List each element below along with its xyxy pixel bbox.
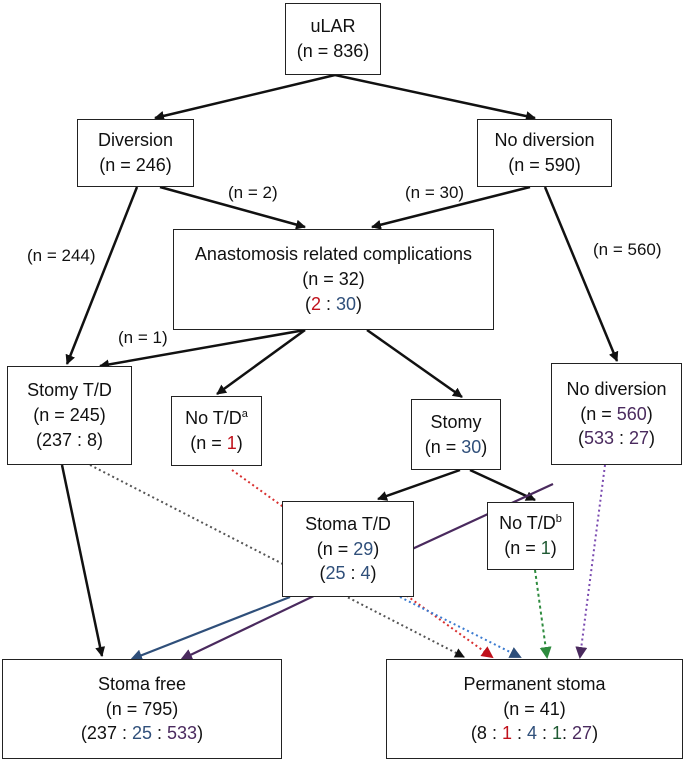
node-count: (n = 1) <box>190 431 243 456</box>
arrow-nodiv-to-nodiv-right <box>543 186 619 362</box>
arrow-stomy-to-no-td-b <box>469 468 536 502</box>
node-count: (n = 795) <box>105 698 179 719</box>
node-count: (n = 32) <box>302 269 365 290</box>
node-stoma-td: Stoma T/D (n = 29) (25 : 4) <box>282 501 414 597</box>
node-count: (n = 1) <box>504 536 557 561</box>
arrow-diversion-to-stomy-td <box>65 186 139 365</box>
arrow-stoma-td-to-stoma-free-blue <box>130 595 291 661</box>
arrow-nodiv-to-anastomosis <box>371 185 531 230</box>
ratio-blue: 25 <box>325 563 346 584</box>
node-title: No T/Db <box>499 511 562 536</box>
ratio-green: 1 <box>552 723 563 744</box>
node-stomy-td: Stomy T/D (n = 245) (237 : 8) <box>7 366 132 465</box>
count-value: 29 <box>353 538 374 559</box>
node-count: (n = 836) <box>296 41 370 61</box>
ratio-blue: 25 <box>131 723 153 744</box>
node-count: (n = 41) <box>503 698 566 719</box>
arrow-no-td-b-to-permanent-dotted <box>534 569 552 659</box>
ratio-red: 2 <box>310 293 321 314</box>
count-prefix: (n = <box>504 538 541 558</box>
ratio-purple: 27 <box>629 428 650 449</box>
node-no-diversion-right: No diversion (n = 560) (533 : 27) <box>551 363 682 465</box>
arrow-nodiv-to-permanent-dotted <box>575 464 606 659</box>
node-title: Stomy T/D <box>27 380 112 401</box>
node-permanent-stoma: Permanent stoma (n = 41) (8 : 1 : 4 : 1:… <box>386 659 683 759</box>
node-ular: uLAR (n = 836) <box>285 3 381 75</box>
edge-label-div-to-stomy-td: (n = 244) <box>27 246 96 265</box>
arrow-anastomosis-to-no-td-a <box>216 328 306 396</box>
edge-label-div-to-anast: (n = 2) <box>228 183 278 202</box>
node-count: (n = 245) <box>33 405 106 426</box>
title-text: No T/D <box>499 513 556 534</box>
node-ratio: (8 : 1 : 4 : 1: 27) <box>470 723 599 744</box>
ratio-purple: 533 <box>583 428 614 449</box>
edge-label-nodiv-to-anast: (n = 30) <box>405 183 465 202</box>
node-count: (n = 590) <box>508 155 581 175</box>
node-ratio: (2 : 30) <box>304 293 363 314</box>
count-value: 560 <box>616 403 647 424</box>
edge-label-nodiv-to-nodiv: (n = 560) <box>593 240 662 259</box>
node-diversion: Diversion (n = 246) <box>77 119 194 187</box>
edge-label-anast-to-stomy-td: (n = 1) <box>118 328 168 347</box>
arrow-stomy-td-to-permanent-dotted <box>89 464 465 658</box>
count-suffix: ) <box>373 538 380 559</box>
node-title: No diversion <box>494 130 595 151</box>
ratio-purple: 27 <box>572 723 593 744</box>
arrow-ular-to-no-diversion <box>334 73 536 121</box>
count-value: 1 <box>540 538 551 558</box>
node-stomy: Stomy (n = 30) <box>411 399 501 470</box>
node-ratio: (237 : 8) <box>35 429 104 450</box>
node-count: (n = 246) <box>99 155 172 175</box>
title-text: No T/D <box>185 408 242 429</box>
node-title: Stomy <box>430 411 482 432</box>
count-prefix: (n = <box>580 403 617 424</box>
count-suffix: ) <box>236 433 243 453</box>
count-value: 30 <box>461 436 482 457</box>
arrow-anastomosis-to-stomy-td <box>99 328 306 370</box>
node-title: Diversion <box>97 130 174 151</box>
count-suffix: ) <box>646 403 653 424</box>
node-ratio: (25 : 4) <box>319 563 377 584</box>
node-ratio: (237 : 25 : 533) <box>80 723 204 744</box>
node-no-td-b: No T/Db (n = 1) <box>487 502 574 570</box>
ratio-purple: 533 <box>167 723 198 744</box>
node-title: uLAR <box>310 16 356 37</box>
arrow-stomy-to-stoma-td <box>377 468 461 501</box>
node-title: Anastomosis related complications <box>194 244 473 265</box>
node-count: (n = 29) <box>317 537 380 562</box>
count-prefix: (n = <box>316 538 354 559</box>
arrow-anastomosis-to-stomy <box>366 328 463 399</box>
count-suffix: ) <box>550 538 557 558</box>
node-title: No diversion <box>566 378 667 399</box>
footnote-marker: a <box>241 408 248 421</box>
footnote-marker: b <box>555 513 562 526</box>
node-title: Stoma T/D <box>305 513 391 534</box>
ratio-blue: 4 <box>526 723 537 744</box>
node-title: Stoma free <box>97 673 187 694</box>
node-title: No T/Da <box>185 406 248 431</box>
ratio-red: 1 <box>501 723 512 744</box>
node-stoma-free: Stoma free (n = 795) (237 : 25 : 533) <box>2 659 282 759</box>
arrow-stomy-td-to-stoma-free <box>60 464 106 657</box>
node-count: (n = 30) <box>425 435 488 460</box>
count-prefix: (n = <box>424 436 462 457</box>
node-ratio: (533 : 27) <box>577 428 656 449</box>
node-title: Permanent stoma <box>463 673 606 694</box>
node-anastomosis: Anastomosis related complications (n = 3… <box>173 229 494 330</box>
count-prefix: (n = <box>190 433 227 453</box>
node-no-td-a: No T/Da (n = 1) <box>171 396 262 466</box>
arrow-diversion-to-anastomosis <box>159 185 306 230</box>
ratio-black: 8 <box>476 723 487 744</box>
ratio-blue: 4 <box>360 563 371 584</box>
count-value: 1 <box>226 433 237 453</box>
ratio-blue: 30 <box>336 293 357 314</box>
arrow-stoma-td-to-permanent-dotted <box>399 596 522 658</box>
count-suffix: ) <box>481 436 488 457</box>
node-no-diversion-top: No diversion (n = 590) <box>477 119 612 187</box>
ratio-black: 237 <box>86 723 117 744</box>
arrow-ular-to-diversion <box>154 73 336 121</box>
node-count: (n = 560) <box>580 402 653 427</box>
